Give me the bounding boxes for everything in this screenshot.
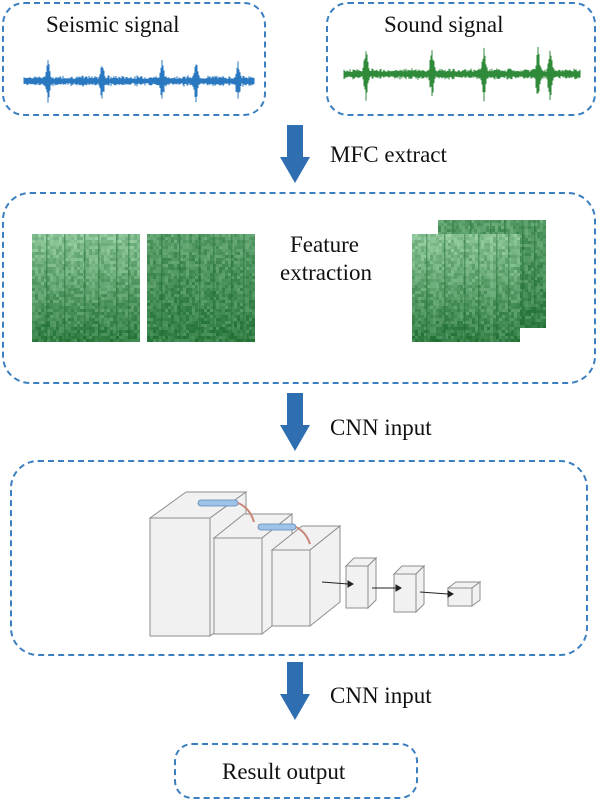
result-output-box: Result output (174, 743, 418, 799)
waveform-trace (343, 46, 581, 102)
cnn-input-label-1: CNN input (330, 415, 432, 440)
sound-signal-label: Sound signal (384, 12, 504, 37)
result-output-label: Result output (222, 759, 346, 784)
cnn-layer-3 (270, 524, 342, 628)
cnn-layer-4 (344, 556, 378, 610)
mfc-extract-label: MFC extract (330, 142, 447, 167)
spectrogram-stack-front (412, 234, 520, 342)
cnn-architecture (148, 491, 482, 637)
waveform-trace (23, 60, 255, 103)
feature-extraction-label-line2: extraction (280, 260, 372, 285)
cnn-model-box (10, 460, 588, 656)
spectrogram-2 (147, 234, 255, 342)
conv-kernel-1 (197, 499, 255, 523)
cnn-layer-6 (446, 581, 482, 607)
seismic-signal-box: Seismic signal (2, 2, 266, 116)
cnn-input-label-2: CNN input (330, 683, 432, 708)
arrow-down-icon (280, 393, 310, 451)
sound-waveform (343, 46, 581, 102)
sound-signal-box: Sound signal (326, 2, 596, 116)
arrow-down-icon (280, 662, 310, 720)
feature-extraction-label-line1: Feature (290, 232, 359, 257)
seismic-signal-label: Seismic signal (46, 12, 180, 37)
feature-extraction-box: Feature extraction (2, 192, 596, 384)
arrow-down-icon (280, 125, 310, 183)
spectrogram-1 (32, 234, 140, 342)
seismic-waveform (23, 60, 255, 103)
cnn-layer-5 (392, 564, 426, 614)
conv-kernel-2 (257, 523, 311, 545)
